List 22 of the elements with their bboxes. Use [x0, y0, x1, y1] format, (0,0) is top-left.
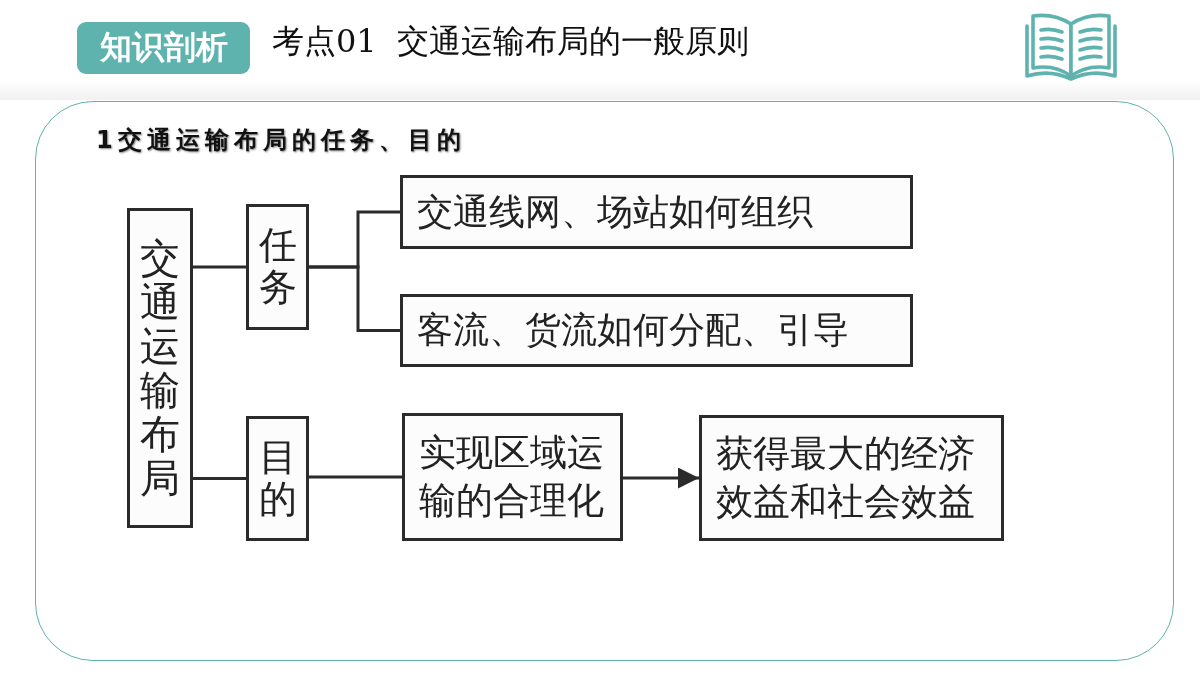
concept-box	[400, 175, 913, 249]
box-label: 交通线网、场站如何组织	[417, 189, 813, 234]
concept-box	[246, 204, 309, 330]
box-label: 交通运输布局	[140, 236, 180, 500]
page-title: 考点01 交通运输布局的一般原则	[272, 21, 750, 62]
section-heading: 1交通运输布局的任务、目的	[96, 125, 466, 156]
box-label: 获得最大的经济效益和社会效益	[716, 430, 976, 525]
concept-box	[246, 416, 309, 541]
connector-line	[309, 265, 400, 332]
connector-line	[193, 265, 246, 269]
concept-box	[127, 208, 193, 528]
arrow	[623, 467, 699, 489]
connector-line	[309, 475, 402, 479]
box-label: 实现区域运输的合理化	[419, 429, 605, 524]
concept-box	[400, 294, 913, 367]
box-label: 客流、货流如何分配、引导	[417, 308, 849, 353]
concept-box	[402, 413, 623, 541]
concept-box	[699, 415, 1004, 541]
section-badge: 知识剖析	[77, 22, 250, 74]
box-label: 目的	[258, 436, 297, 521]
box-label: 任务	[258, 225, 297, 309]
connector-line	[193, 477, 246, 480]
